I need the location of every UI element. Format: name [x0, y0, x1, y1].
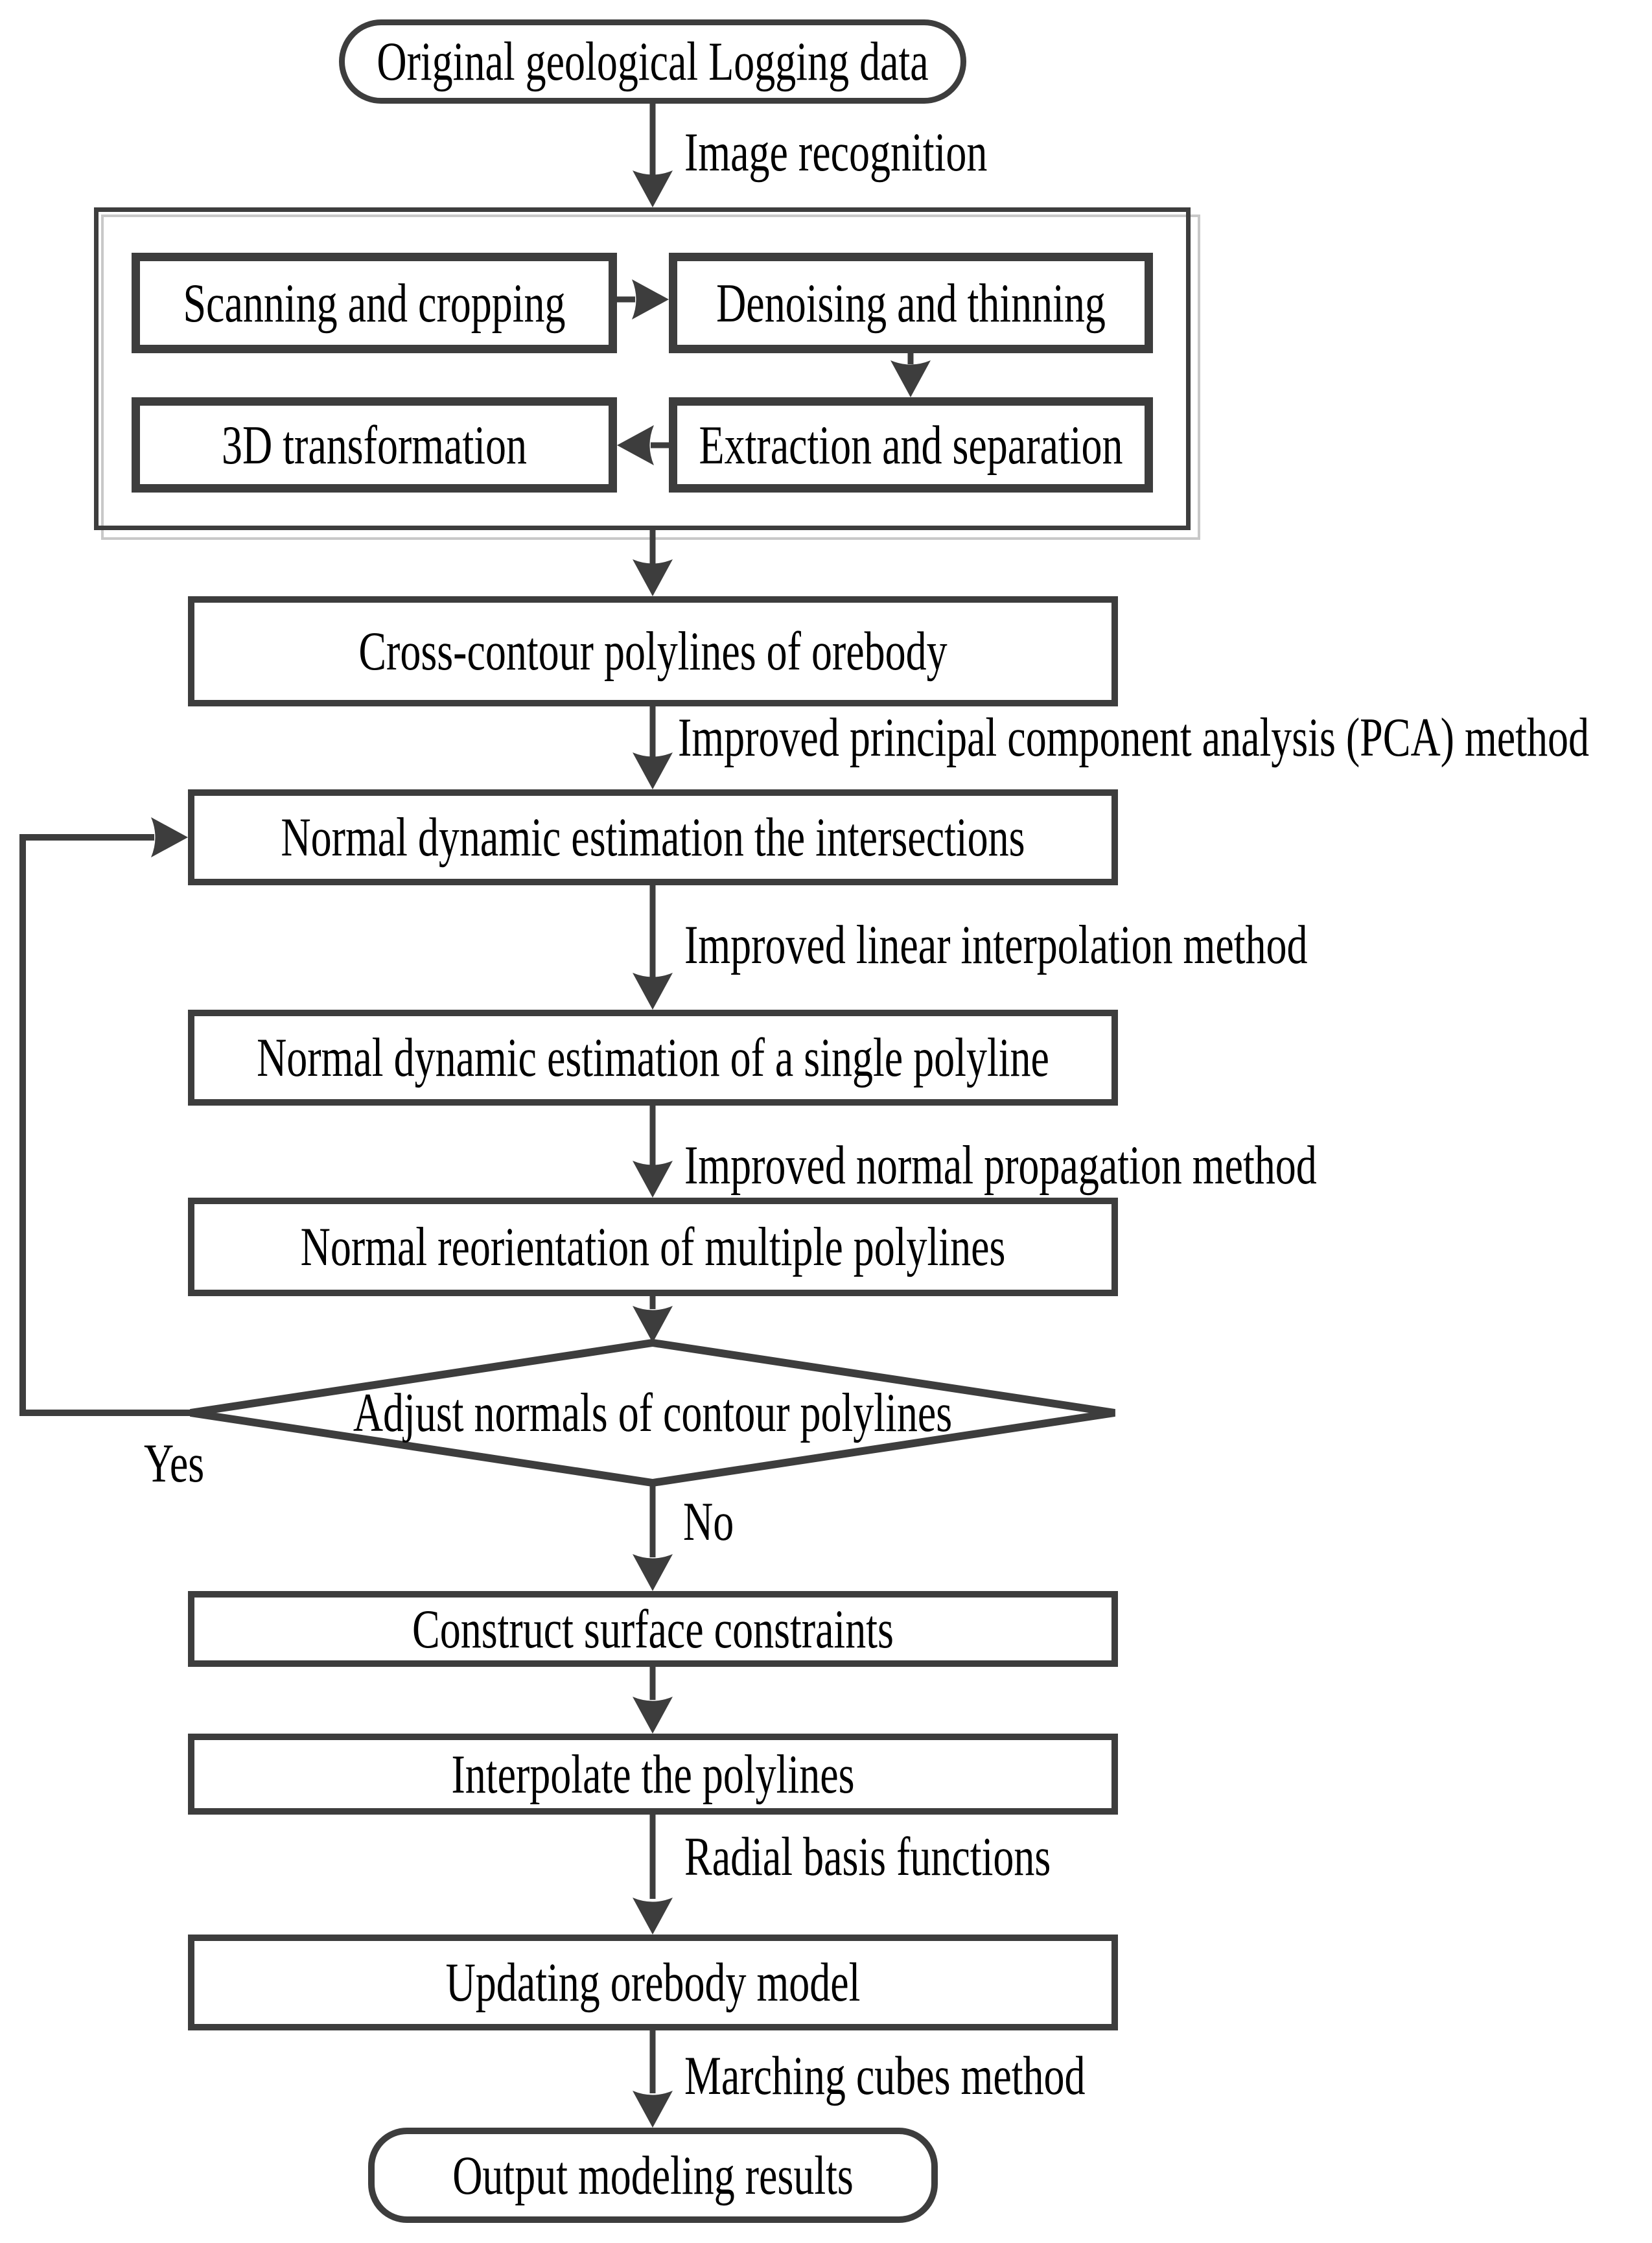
yes-loop-head [151, 817, 188, 857]
node-denoising-label: Denoising and thinning [716, 272, 1106, 334]
edge-label-pca: Improved principal component analysis (P… [678, 706, 1589, 768]
node-scanning-label: Scanning and cropping [183, 272, 566, 334]
group-frame-image-recognition [94, 207, 1191, 530]
arrow-single-reorientation-head [633, 1161, 673, 1198]
node-transformation: 3D transformation [132, 397, 617, 493]
node-decision-label: Adjust normals of contour polylines [353, 1382, 953, 1443]
arrow-decision-construct-head [633, 1554, 673, 1591]
arrow-updating-output-head [633, 2091, 673, 2128]
node-construct-label: Construct surface constraints [412, 1598, 894, 1660]
node-reorientation-label: Normal reorientation of multiple polylin… [300, 1216, 1006, 1278]
arrow-interpolate-updating-head [633, 1898, 673, 1935]
node-construct: Construct surface constraints [188, 1591, 1118, 1667]
arrow-intersections-single-head [633, 973, 673, 1010]
edge-label-image-recognition: Image recognition [684, 121, 988, 183]
edge-label-no: No [683, 1491, 734, 1552]
node-estimate-intersections: Normal dynamic estimation the intersecti… [188, 789, 1118, 885]
node-decision: Adjust normals of contour polylines [191, 1361, 1115, 1465]
edge-label-linear: Improved linear interpolation method [684, 914, 1308, 975]
node-denoising: Denoising and thinning [669, 253, 1153, 353]
node-output-label: Output modeling results [452, 2144, 854, 2206]
arrow-start-group-head [633, 170, 673, 207]
arrow-extraction-transformation-head [617, 425, 654, 465]
arrow-group-cross-head [633, 559, 673, 596]
edge-label-rbf: Radial basis functions [684, 1826, 1051, 1887]
node-cross-contour: Cross-contour polylines of orebody [188, 596, 1118, 706]
node-estimate-intersections-label: Normal dynamic estimation the intersecti… [281, 806, 1025, 868]
edge-label-marching: Marching cubes method [684, 2045, 1086, 2106]
arrow-construct-interpolate-head [633, 1697, 673, 1734]
node-cross-contour-label: Cross-contour polylines of orebody [358, 620, 948, 682]
arrow-scanning-denoising-head [632, 279, 669, 320]
arrow-reorientation-decision-head [633, 1306, 673, 1343]
node-scanning: Scanning and cropping [132, 253, 617, 353]
yes-loop-line [19, 834, 191, 1416]
edge-label-propagation: Improved normal propagation method [684, 1134, 1317, 1196]
node-reorientation: Normal reorientation of multiple polylin… [188, 1198, 1118, 1296]
node-interpolate: Interpolate the polylines [188, 1734, 1118, 1815]
node-start: Original geological Logging data [339, 19, 966, 104]
node-updating-label: Updating orebody model [445, 1951, 861, 2014]
node-extraction-label: Extraction and separation [699, 414, 1123, 476]
edge-label-yes: Yes [144, 1432, 205, 1494]
node-extraction: Extraction and separation [669, 397, 1153, 493]
node-interpolate-label: Interpolate the polylines [451, 1743, 855, 1805]
node-output: Output modeling results [368, 2128, 938, 2223]
arrow-denoising-extraction-head [890, 360, 931, 397]
arrow-cross-intersections-head [633, 752, 673, 789]
node-start-label: Original geological Logging data [377, 30, 929, 93]
node-estimate-single-label: Normal dynamic estimation of a single po… [257, 1027, 1049, 1089]
node-updating: Updating orebody model [188, 1935, 1118, 2030]
node-estimate-single: Normal dynamic estimation of a single po… [188, 1010, 1118, 1106]
node-transformation-label: 3D transformation [222, 414, 527, 476]
